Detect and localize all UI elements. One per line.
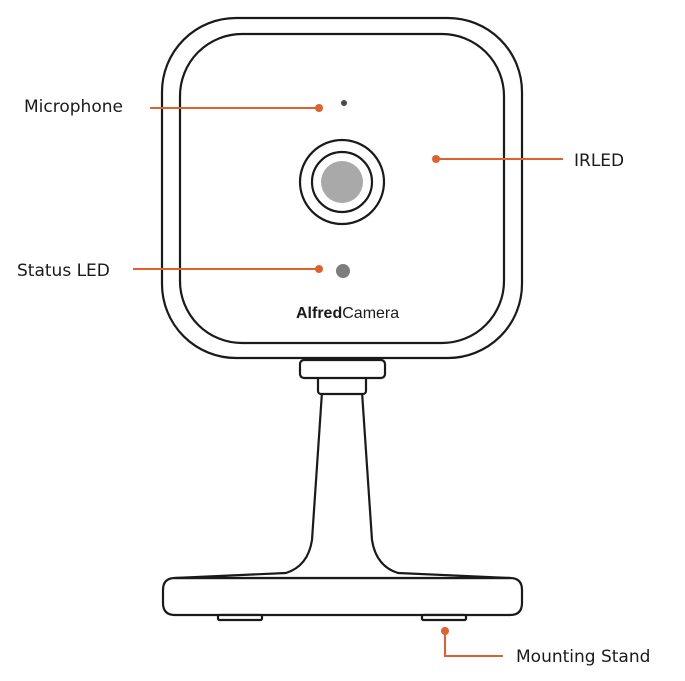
brand-logo: AlfredCamera <box>296 305 399 322</box>
leader-dot-irled <box>432 155 440 163</box>
callout-status-led: Status LED <box>17 261 110 281</box>
stand-foot-left <box>216 613 264 622</box>
brand-name-light: Camera <box>342 305 399 322</box>
callout-microphone: Microphone <box>24 97 123 117</box>
leader-dot-status-led <box>315 265 323 273</box>
stand-neck <box>173 387 512 580</box>
leader-dot-microphone <box>315 104 323 112</box>
hinge-cap <box>298 358 387 380</box>
callout-mounting-stand: Mounting Stand <box>516 647 650 667</box>
microphone-hole <box>341 100 347 106</box>
brand-name-bold: Alfred <box>296 305 342 322</box>
stand-foot-right <box>420 613 468 622</box>
leader-dot-mounting-stand <box>441 627 449 635</box>
camera-face-inner <box>178 32 506 345</box>
lens-center <box>321 161 363 203</box>
stand-base <box>161 576 524 617</box>
leader-mounting-stand <box>444 632 503 657</box>
status-led-dot <box>336 264 350 278</box>
callout-irled: IRLED <box>574 151 624 171</box>
